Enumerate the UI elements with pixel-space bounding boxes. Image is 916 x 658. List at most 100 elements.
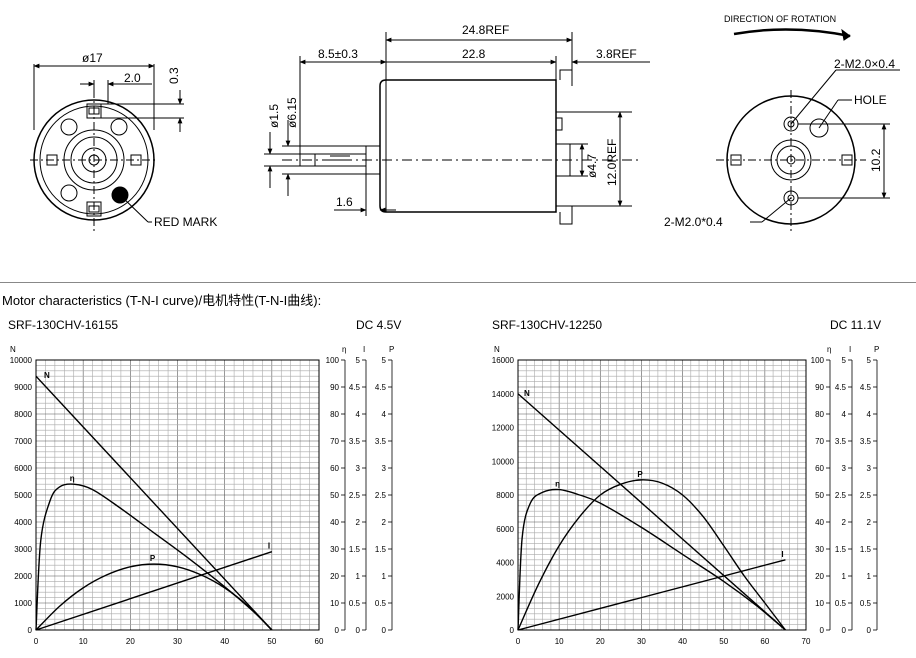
p-tick-label: 5 — [867, 356, 872, 365]
n-tick-label: 8000 — [14, 410, 32, 419]
i-tick-label: 4.5 — [835, 383, 847, 392]
front-offset-label: 2.0 — [124, 71, 141, 85]
eta-tick-label: 30 — [330, 545, 339, 554]
x-tick-label: 30 — [173, 637, 182, 646]
p-tick-label: 4 — [867, 410, 872, 419]
n-tick-label: 4000 — [496, 559, 514, 568]
eta-tick-label: 50 — [330, 491, 339, 500]
motor-dimension-drawing: ø17 2.0 0.3 RED MARK 24.8REF 8.5±0.3 22.… — [30, 14, 900, 232]
series-i-line — [35, 551, 273, 631]
i-tick-label: 3 — [842, 464, 847, 473]
p-tick-label: 3 — [867, 464, 872, 473]
eta-tick-label: 70 — [330, 437, 339, 446]
p-tick-label: 3.5 — [860, 437, 872, 446]
n-tick-label: 5000 — [14, 491, 32, 500]
eta-tick-label: 90 — [330, 383, 339, 392]
series-n-label: N — [44, 371, 50, 380]
n-tick-label: 2000 — [496, 592, 514, 601]
series-eta-line — [517, 488, 786, 631]
p-tick-label: 4.5 — [375, 383, 387, 392]
p-tick-label: 4 — [382, 410, 387, 419]
i-tick-label: 0 — [842, 626, 847, 635]
i-tick-label: 1.5 — [349, 545, 361, 554]
shaft-length-label: 8.5±0.3 — [318, 47, 358, 61]
plot-frame — [35, 359, 320, 631]
eta-tick-label: 80 — [815, 410, 824, 419]
eta-tick-label: 100 — [326, 356, 340, 365]
series-p-label: P — [150, 554, 156, 563]
i-tick-label: 4.5 — [349, 383, 361, 392]
i-tick-label: 3 — [356, 464, 361, 473]
spacing-label: 10.2 — [869, 148, 883, 172]
axis-title-p: P — [389, 345, 394, 354]
n-tick-label: 0 — [510, 626, 515, 635]
chart1-voltage: DC 4.5V — [356, 318, 402, 332]
series-i-label: I — [268, 542, 270, 551]
n-tick-label: 3000 — [14, 545, 32, 554]
n-tick-label: 10000 — [10, 356, 33, 365]
series-p-label: P — [637, 470, 643, 479]
p-tick-label: 2.5 — [860, 491, 872, 500]
i-tick-label: 2 — [356, 518, 361, 527]
p-tick-label: 0 — [867, 626, 872, 635]
p-tick-label: 4.5 — [860, 383, 872, 392]
axis-title-p: P — [874, 345, 879, 354]
p-tick-label: 0.5 — [860, 599, 872, 608]
eta-tick-label: 50 — [815, 491, 824, 500]
i-tick-label: 0.5 — [835, 599, 847, 608]
motor-characteristics-heading: Motor characteristics (T-N-I curve)/电机特性… — [2, 293, 322, 308]
series-p-line — [35, 563, 273, 631]
n-tick-label: 6000 — [14, 464, 32, 473]
n-tick-label: 9000 — [14, 383, 32, 392]
i-tick-label: 0.5 — [349, 599, 361, 608]
p-tick-label: 1 — [867, 572, 872, 581]
axis-title-eta: η — [342, 345, 346, 354]
i-tick-label: 4 — [356, 410, 361, 419]
series-eta-label: η — [70, 474, 75, 483]
eta-tick-label: 20 — [815, 572, 824, 581]
overall-length-label: 24.8REF — [462, 23, 509, 37]
eta-tick-label: 60 — [815, 464, 824, 473]
eta-tick-label: 0 — [335, 626, 340, 635]
p-tick-label: 1.5 — [860, 545, 872, 554]
eta-tick-label: 0 — [820, 626, 825, 635]
axis-title-i: I — [849, 345, 851, 354]
eta-tick-label: 10 — [815, 599, 824, 608]
axis-title-n: N — [10, 345, 16, 354]
eta-tick-label: 40 — [815, 518, 824, 527]
eta-tick-label: 100 — [811, 356, 825, 365]
series-i-line — [517, 559, 786, 631]
flat-label: 1.6 — [336, 195, 353, 209]
x-tick-label: 20 — [596, 637, 605, 646]
rear-view — [716, 28, 900, 232]
p-tick-label: 1.5 — [375, 545, 387, 554]
chart2-voltage: DC 11.1V — [830, 318, 882, 332]
x-tick-label: 0 — [34, 637, 39, 646]
x-tick-label: 60 — [760, 637, 769, 646]
n-tick-label: 6000 — [496, 525, 514, 534]
i-tick-label: 2.5 — [349, 491, 361, 500]
p-tick-label: 0 — [382, 626, 387, 635]
n-tick-label: 4000 — [14, 518, 32, 527]
rotation-label: DIRECTION OF ROTATION — [724, 14, 836, 24]
x-tick-label: 50 — [267, 637, 276, 646]
section-divider — [0, 282, 916, 283]
holes-top-label: 2-M2.0×0.4 — [834, 57, 895, 71]
p-tick-label: 2 — [382, 518, 387, 527]
p-tick-label: 3 — [382, 464, 387, 473]
i-tick-label: 4 — [842, 410, 847, 419]
n-tick-label: 8000 — [496, 491, 514, 500]
p-tick-label: 5 — [382, 356, 387, 365]
boss-diameter-label: ø6.15 — [285, 97, 299, 128]
boss2-diameter-label: ø4.7 — [585, 154, 599, 178]
x-tick-label: 20 — [126, 637, 135, 646]
x-tick-label: 30 — [637, 637, 646, 646]
plot-frame — [517, 359, 807, 631]
n-tick-label: 16000 — [492, 356, 515, 365]
height-label: 12.0REF — [605, 139, 619, 186]
boss-length-label: 3.8REF — [596, 47, 637, 61]
n-tick-label: 1000 — [14, 599, 32, 608]
eta-tick-label: 80 — [330, 410, 339, 419]
